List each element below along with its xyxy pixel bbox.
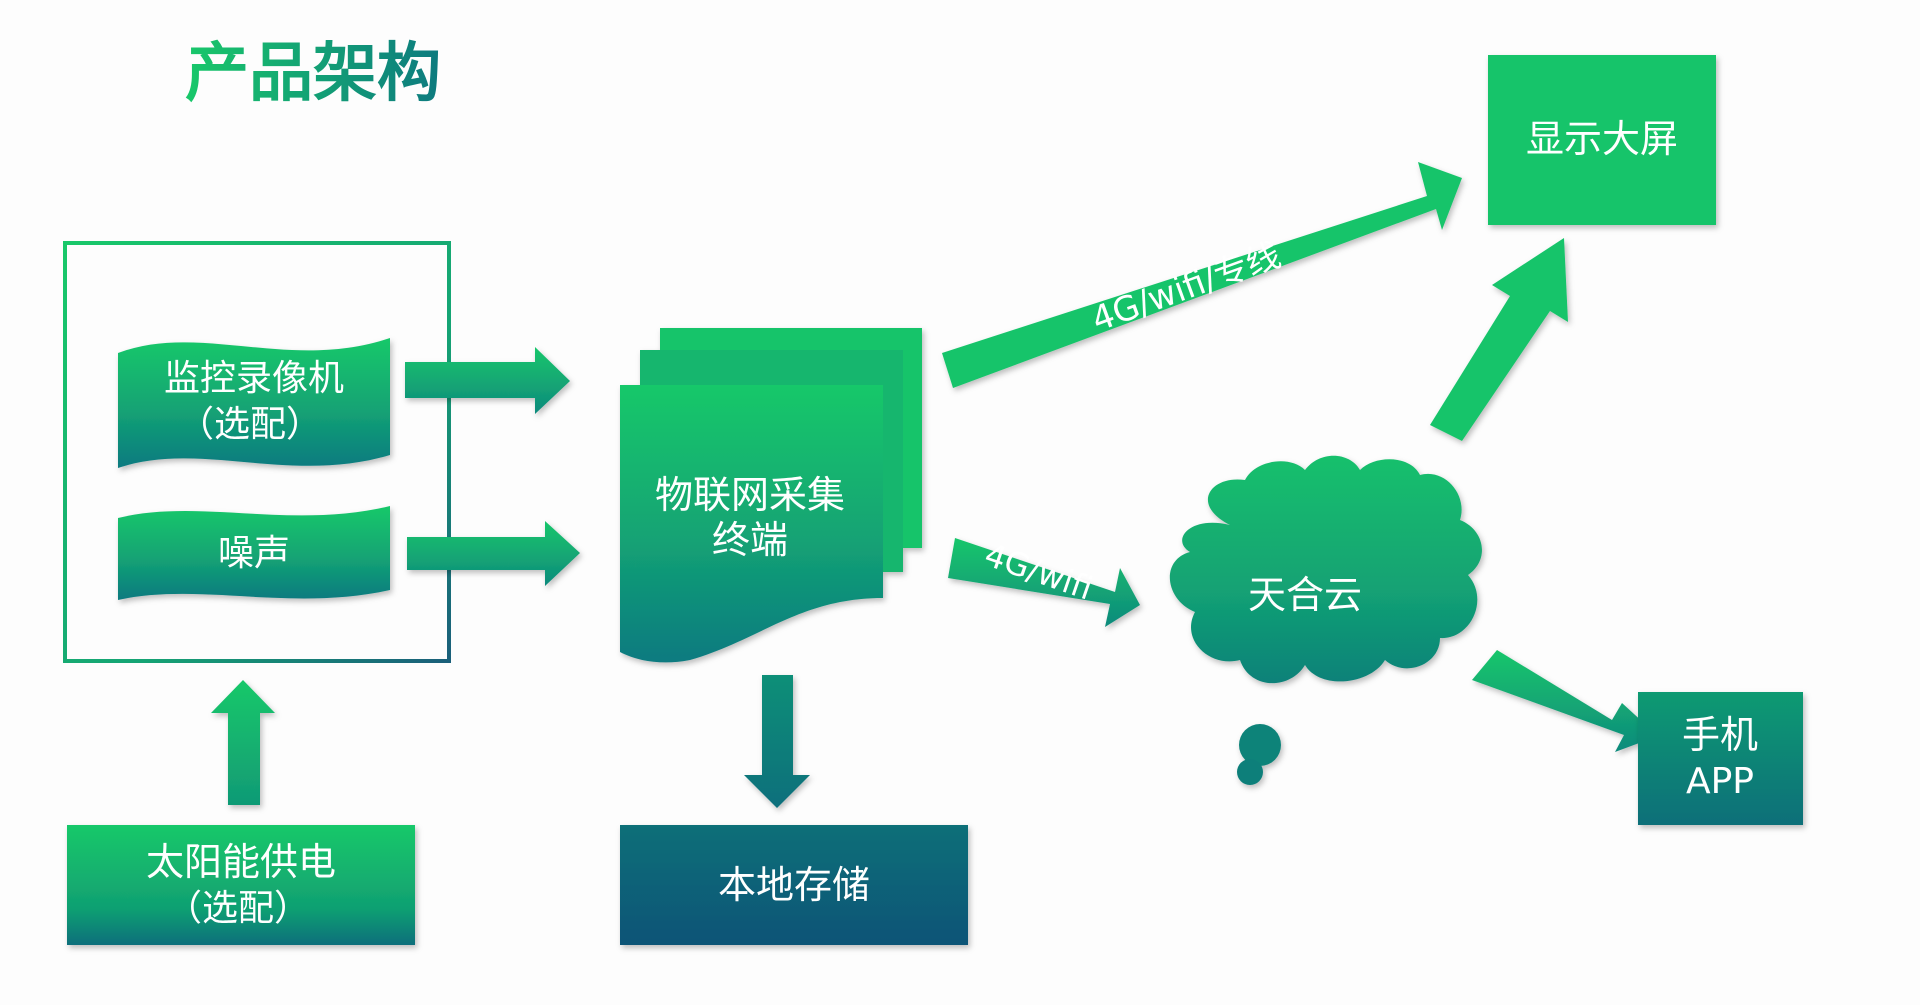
- app-node: [1638, 692, 1803, 825]
- cloud-to-app-arrow: [1472, 650, 1658, 752]
- storage-label: 本地存储: [718, 863, 870, 907]
- camera-to-terminal-arrow: [405, 347, 570, 414]
- display-label: 显示大屏: [1526, 117, 1678, 161]
- terminal-to-cloud-label: 4G/wifi: [980, 536, 1097, 608]
- noise-node: [118, 506, 390, 600]
- cloud-to-display-arrow: [1430, 238, 1568, 441]
- storage-node: [620, 825, 968, 945]
- camera-node: [118, 338, 390, 468]
- camera-option-label: （选配）: [178, 404, 322, 445]
- cloud-label: 天合云: [1248, 573, 1362, 617]
- input-group-frame: [63, 241, 451, 663]
- terminal-label: 物联网采集: [655, 473, 845, 517]
- solar-node: [67, 825, 415, 945]
- app-label: 手机: [1682, 713, 1758, 757]
- terminal-to-storage-arrow: [744, 675, 810, 808]
- app-label-line2: APP: [1686, 761, 1754, 802]
- terminal-to-display-label: 4G/wifi/专线: [1087, 235, 1286, 340]
- noise-label: 噪声: [218, 533, 290, 574]
- display-node: [1488, 55, 1716, 225]
- page-title: 产品架构: [185, 37, 441, 111]
- solar-label: 太阳能供电: [146, 840, 336, 884]
- terminal-to-cloud-arrow: [948, 538, 1140, 627]
- camera-label: 监控录像机: [164, 358, 344, 399]
- terminal-label-line2: 终端: [712, 518, 788, 562]
- terminal-node: [620, 328, 922, 663]
- terminal-to-display-arrow: [942, 162, 1462, 388]
- solar-to-input-arrow: [211, 680, 275, 805]
- solar-option-label: （选配）: [166, 888, 310, 929]
- noise-to-terminal-arrow: [407, 521, 580, 586]
- cloud-node: [1169, 455, 1482, 785]
